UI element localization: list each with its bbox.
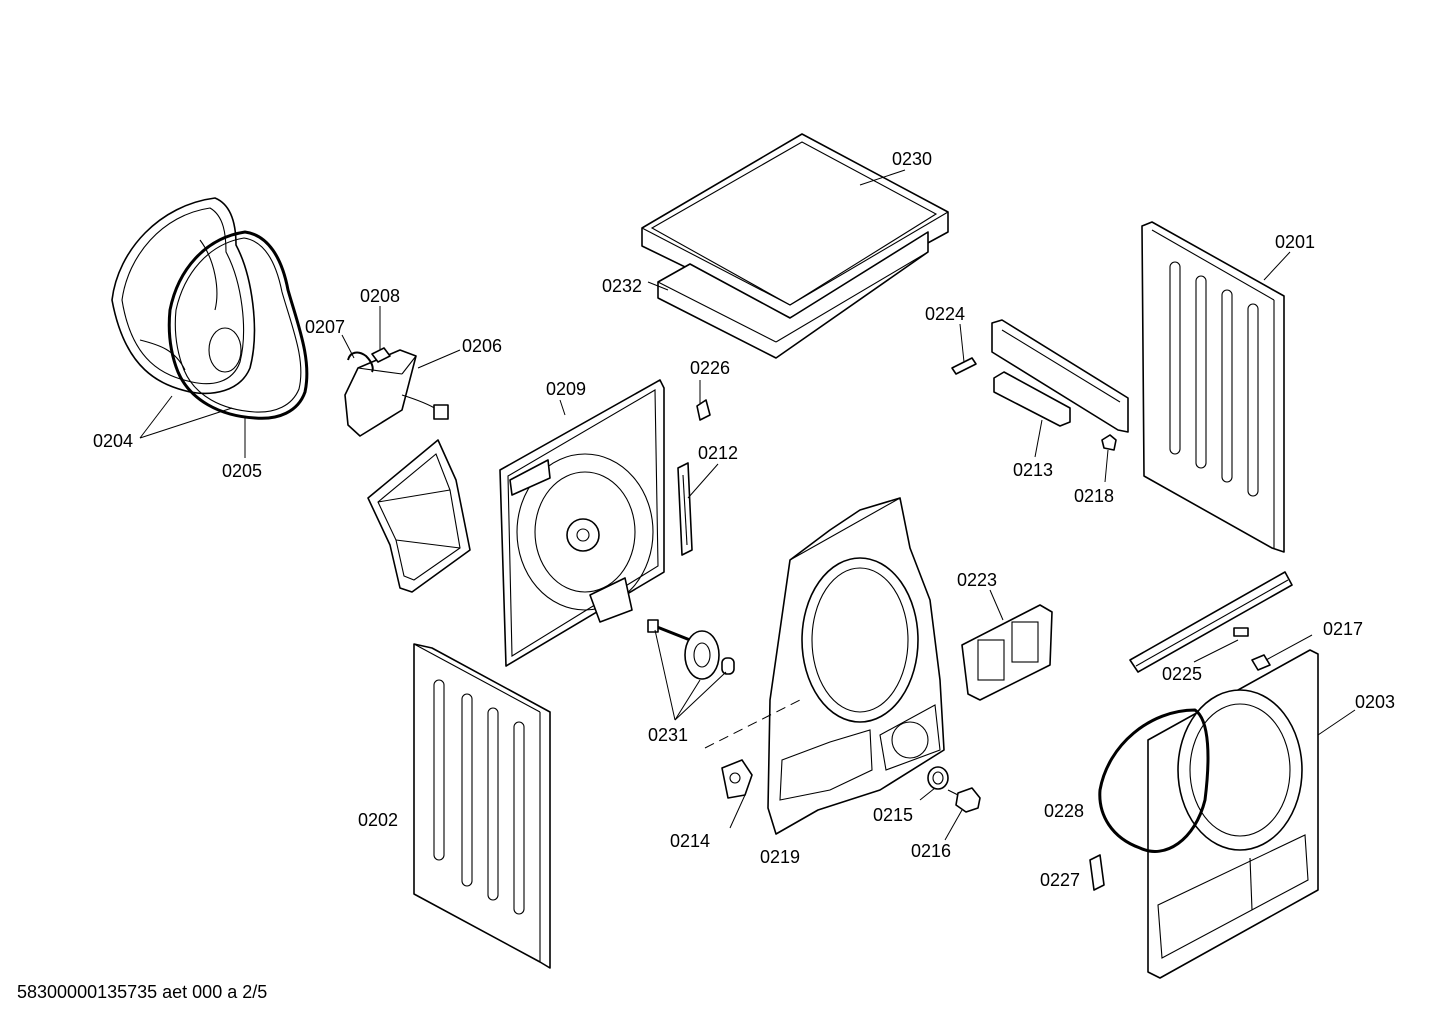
label-0213: 0213 xyxy=(1013,460,1053,480)
label-0203: 0203 xyxy=(1355,692,1395,712)
label-0224: 0224 xyxy=(925,304,965,324)
part-0232-cover-pad[interactable] xyxy=(657,231,929,359)
part-0203-front-panel[interactable] xyxy=(1147,649,1319,979)
part-0227-latch[interactable] xyxy=(1089,854,1105,891)
part-0215-knob[interactable] xyxy=(927,766,949,790)
part-0209-rear-panel[interactable] xyxy=(499,379,665,667)
part-0218-clip[interactable] xyxy=(1101,434,1117,451)
label-0232: 0232 xyxy=(602,276,642,296)
part-0201-side-panel-right[interactable] xyxy=(1141,221,1285,553)
part-0214-bracket[interactable] xyxy=(721,759,753,799)
assembly-axis xyxy=(704,699,801,749)
label-0208: 0208 xyxy=(360,286,400,306)
part-filter-housing[interactable] xyxy=(367,439,471,593)
document-code: 58300000135735 aet 000 a 2/5 xyxy=(17,982,267,1002)
label-0230: 0230 xyxy=(892,149,932,169)
callout-labels: 0201 0202 0203 0204 0205 0206 0207 0208 … xyxy=(93,149,1395,890)
label-0202: 0202 xyxy=(358,810,398,830)
label-0207: 0207 xyxy=(305,317,345,337)
part-0206-sensor-module[interactable] xyxy=(344,349,449,437)
label-0231: 0231 xyxy=(648,725,688,745)
label-0217: 0217 xyxy=(1323,619,1363,639)
part-0217-clip[interactable] xyxy=(1251,654,1271,671)
label-0215: 0215 xyxy=(873,805,913,825)
part-0204-rear-bulkhead[interactable] xyxy=(111,197,256,395)
part-0224-clip[interactable] xyxy=(951,357,977,375)
label-0216: 0216 xyxy=(911,841,951,861)
part-0228-door-seal[interactable] xyxy=(1098,708,1210,853)
label-0209: 0209 xyxy=(546,379,586,399)
label-0218: 0218 xyxy=(1074,486,1114,506)
part-0225-cross-rail[interactable] xyxy=(1129,571,1293,673)
label-0212: 0212 xyxy=(698,443,738,463)
leader-lines xyxy=(139,169,1356,841)
label-0227: 0227 xyxy=(1040,870,1080,890)
part-0216-switch[interactable] xyxy=(947,787,981,813)
label-0226: 0226 xyxy=(690,358,730,378)
label-0201: 0201 xyxy=(1275,232,1315,252)
part-0223-filter-cartridge[interactable] xyxy=(961,604,1053,701)
label-0219: 0219 xyxy=(760,847,800,867)
part-0231-pulley-assembly[interactable] xyxy=(647,619,735,680)
label-0228: 0228 xyxy=(1044,801,1084,821)
label-0214: 0214 xyxy=(670,831,710,851)
part-control-board[interactable] xyxy=(991,319,1129,433)
part-0202-side-panel-left[interactable] xyxy=(413,643,551,969)
label-0204: 0204 xyxy=(93,431,133,451)
label-0225: 0225 xyxy=(1162,664,1202,684)
part-0212-rail[interactable] xyxy=(677,462,693,556)
label-0206: 0206 xyxy=(462,336,502,356)
part-0226-clip[interactable] xyxy=(696,399,711,421)
part-0205-bulkhead-seal[interactable] xyxy=(167,230,309,420)
part-0213-electronics-module[interactable] xyxy=(993,371,1071,427)
part-0207-wire-clip[interactable] xyxy=(347,351,374,373)
label-0205: 0205 xyxy=(222,461,262,481)
label-0223: 0223 xyxy=(957,570,997,590)
part-0219-front-bearing-shield[interactable] xyxy=(767,497,945,835)
